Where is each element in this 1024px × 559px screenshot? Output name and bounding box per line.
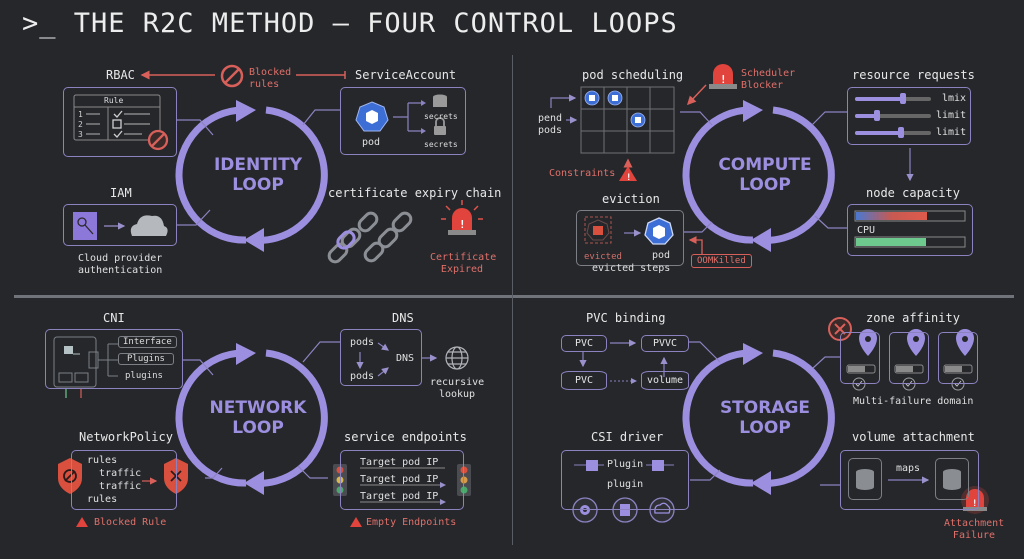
page-title: >_ THE R2C METHOD — FOUR CONTROL LOOPS — [22, 8, 678, 39]
vertical-divider — [512, 55, 513, 545]
cert-title: certificate expiry chain — [328, 186, 502, 200]
svg-text:1: 1 — [78, 110, 83, 119]
horizontal-divider — [14, 295, 1014, 298]
iam-title: IAM — [110, 186, 132, 200]
cni-box — [45, 329, 183, 389]
multi-failure-domain-caption: Multi-failure domain — [853, 396, 974, 407]
svg-text:!: ! — [459, 218, 466, 231]
eviction-box — [576, 210, 684, 266]
slider-label-1: lmix — [942, 93, 967, 104]
service-endpoints-title: service endpoints — [344, 430, 467, 444]
dns-pods-1: pods — [350, 337, 375, 348]
svg-text:!: ! — [972, 499, 977, 509]
node-capacity-box — [847, 204, 973, 256]
pod-scheduling-title: pod scheduling — [582, 68, 684, 82]
resource-requests-title: resource requests — [852, 68, 975, 82]
pvc-binding-title: PVC binding — [586, 311, 666, 325]
volume-source — [848, 458, 882, 500]
svg-text:2: 2 — [78, 120, 83, 129]
network-policy-title: NetworkPolicy — [79, 430, 173, 444]
target-pod-ip-3: Target pod IP — [360, 491, 439, 502]
pod-label: pod — [362, 137, 381, 148]
service-account-box — [340, 87, 466, 155]
evicted-label: evicted — [584, 252, 622, 262]
service-endpoints-box — [340, 450, 464, 510]
rbac-box — [63, 87, 177, 157]
dns-pods-2: pods — [350, 371, 375, 382]
dns-box — [340, 329, 422, 386]
volume-target — [935, 458, 969, 500]
service-account-title: ServiceAccount — [355, 68, 457, 82]
volume-cylinder: volume — [641, 371, 689, 390]
dns-title: DNS — [392, 311, 414, 325]
pvvc-box: PVVC — [641, 335, 689, 352]
csi-driver-box — [561, 450, 689, 510]
empty-endpoints-alert: Empty Endpoints — [366, 517, 457, 528]
resource-requests-box — [847, 87, 971, 145]
target-pod-ip-1: Target pod IP — [360, 457, 439, 468]
svg-text:!: ! — [720, 73, 727, 86]
csi-driver-title: CSI driver — [591, 430, 664, 444]
zone-card-3 — [938, 332, 978, 384]
iam-box — [63, 204, 177, 246]
oomkilled-badge: OOMKilled — [691, 254, 752, 268]
cni-title: CNI — [103, 311, 125, 325]
dns-center: DNS — [396, 353, 415, 364]
cni-interface: Interface — [118, 336, 177, 348]
zone-affinity-title: zone affinity — [866, 311, 960, 325]
evicted-steps-caption: evicted steps — [592, 263, 671, 274]
volume-attachment-title: volume attachment — [852, 430, 975, 444]
svg-text:!: ! — [626, 173, 631, 183]
csi-plugin-1: Plugin — [607, 459, 644, 470]
blocked-rule-alert: Blocked Rule — [94, 517, 167, 528]
eviction-title: eviction — [602, 192, 660, 206]
secrets-label-1: secrets — [424, 112, 458, 121]
cni-plugins: Plugins — [118, 353, 174, 365]
constraints-label: Constraints — [549, 168, 616, 179]
node-capacity-title: node capacity — [866, 186, 960, 200]
cni-plugins-sub: plugins — [125, 371, 163, 381]
evicted-pod-label: pod — [652, 250, 671, 261]
pvc-box-top: PVC — [561, 335, 607, 352]
svg-text:3: 3 — [78, 130, 83, 139]
slider-label-2: limit — [936, 110, 967, 121]
volume-attachment-box — [840, 450, 979, 510]
zone-card-2 — [889, 332, 929, 384]
rbac-title: RBAC — [106, 68, 135, 82]
zone-card-1 — [840, 332, 880, 384]
maps-label: maps — [896, 463, 921, 474]
rbac-table-header: Rule — [104, 96, 124, 105]
pvc-cylinder: PVC — [561, 371, 607, 390]
network-policy-box — [71, 450, 177, 510]
cpu-label: CPU — [857, 225, 876, 236]
secrets-label-2: secrets — [424, 140, 458, 149]
slider-label-3: limit — [936, 127, 967, 138]
target-pod-ip-2: Target pod IP — [360, 474, 439, 485]
csi-plugin-2: plugin — [607, 479, 644, 490]
